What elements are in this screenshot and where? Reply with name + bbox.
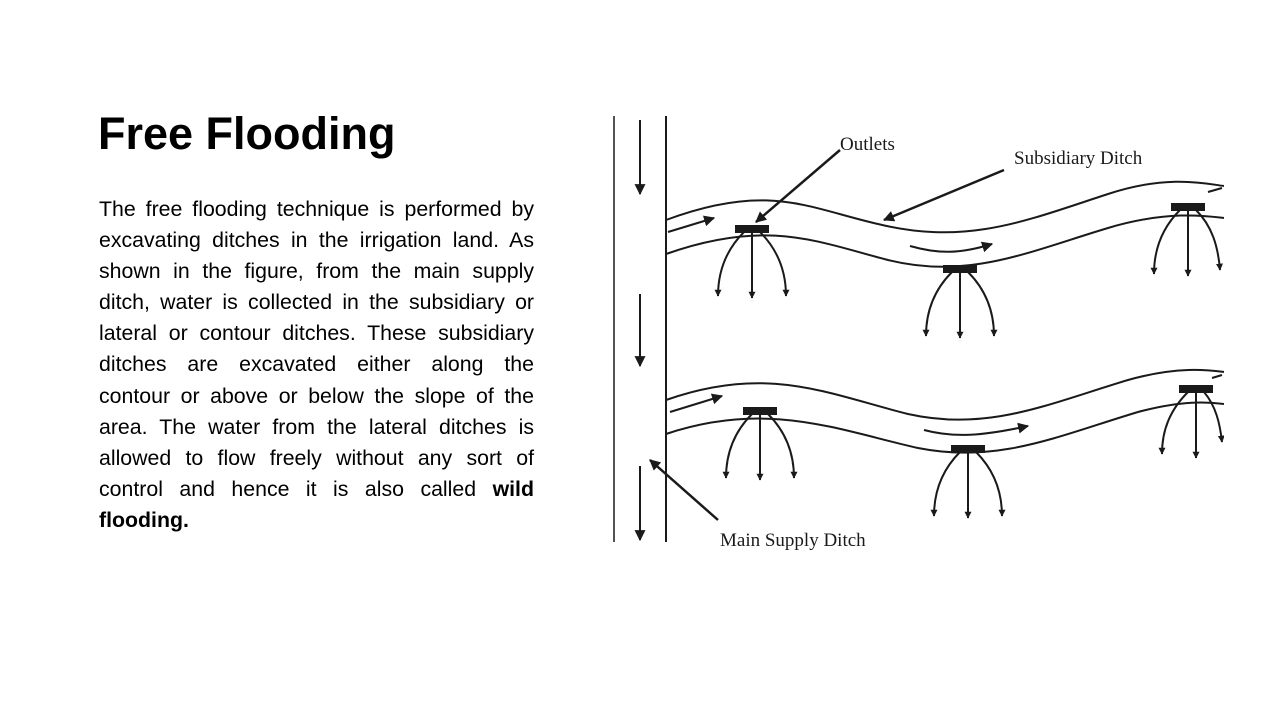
free-flooding-diagram: Outlets Subsidiary Ditch Main Supply Dit… [608, 112, 1224, 550]
outlet-icon [1158, 385, 1224, 459]
description-paragraph: The free flooding technique is performed… [99, 194, 534, 536]
outlet-icon [1150, 203, 1223, 277]
outlet-icon [930, 445, 1006, 519]
outlet-icon [714, 225, 790, 299]
outlets-label: Outlets [840, 134, 895, 155]
description-text: The free flooding technique is performed… [99, 197, 534, 501]
main-supply-ditch-label: Main Supply Ditch [720, 530, 866, 550]
subsidiary-ditch-label: Subsidiary Ditch [1014, 148, 1143, 169]
outlet-icon [722, 407, 798, 481]
slide-title: Free Flooding [98, 108, 396, 159]
outlet-icon [922, 265, 998, 339]
ditch-flow-arrows [667, 187, 1223, 436]
label-pointers [649, 149, 1005, 521]
description-emphasis: wild flooding. [99, 476, 534, 532]
